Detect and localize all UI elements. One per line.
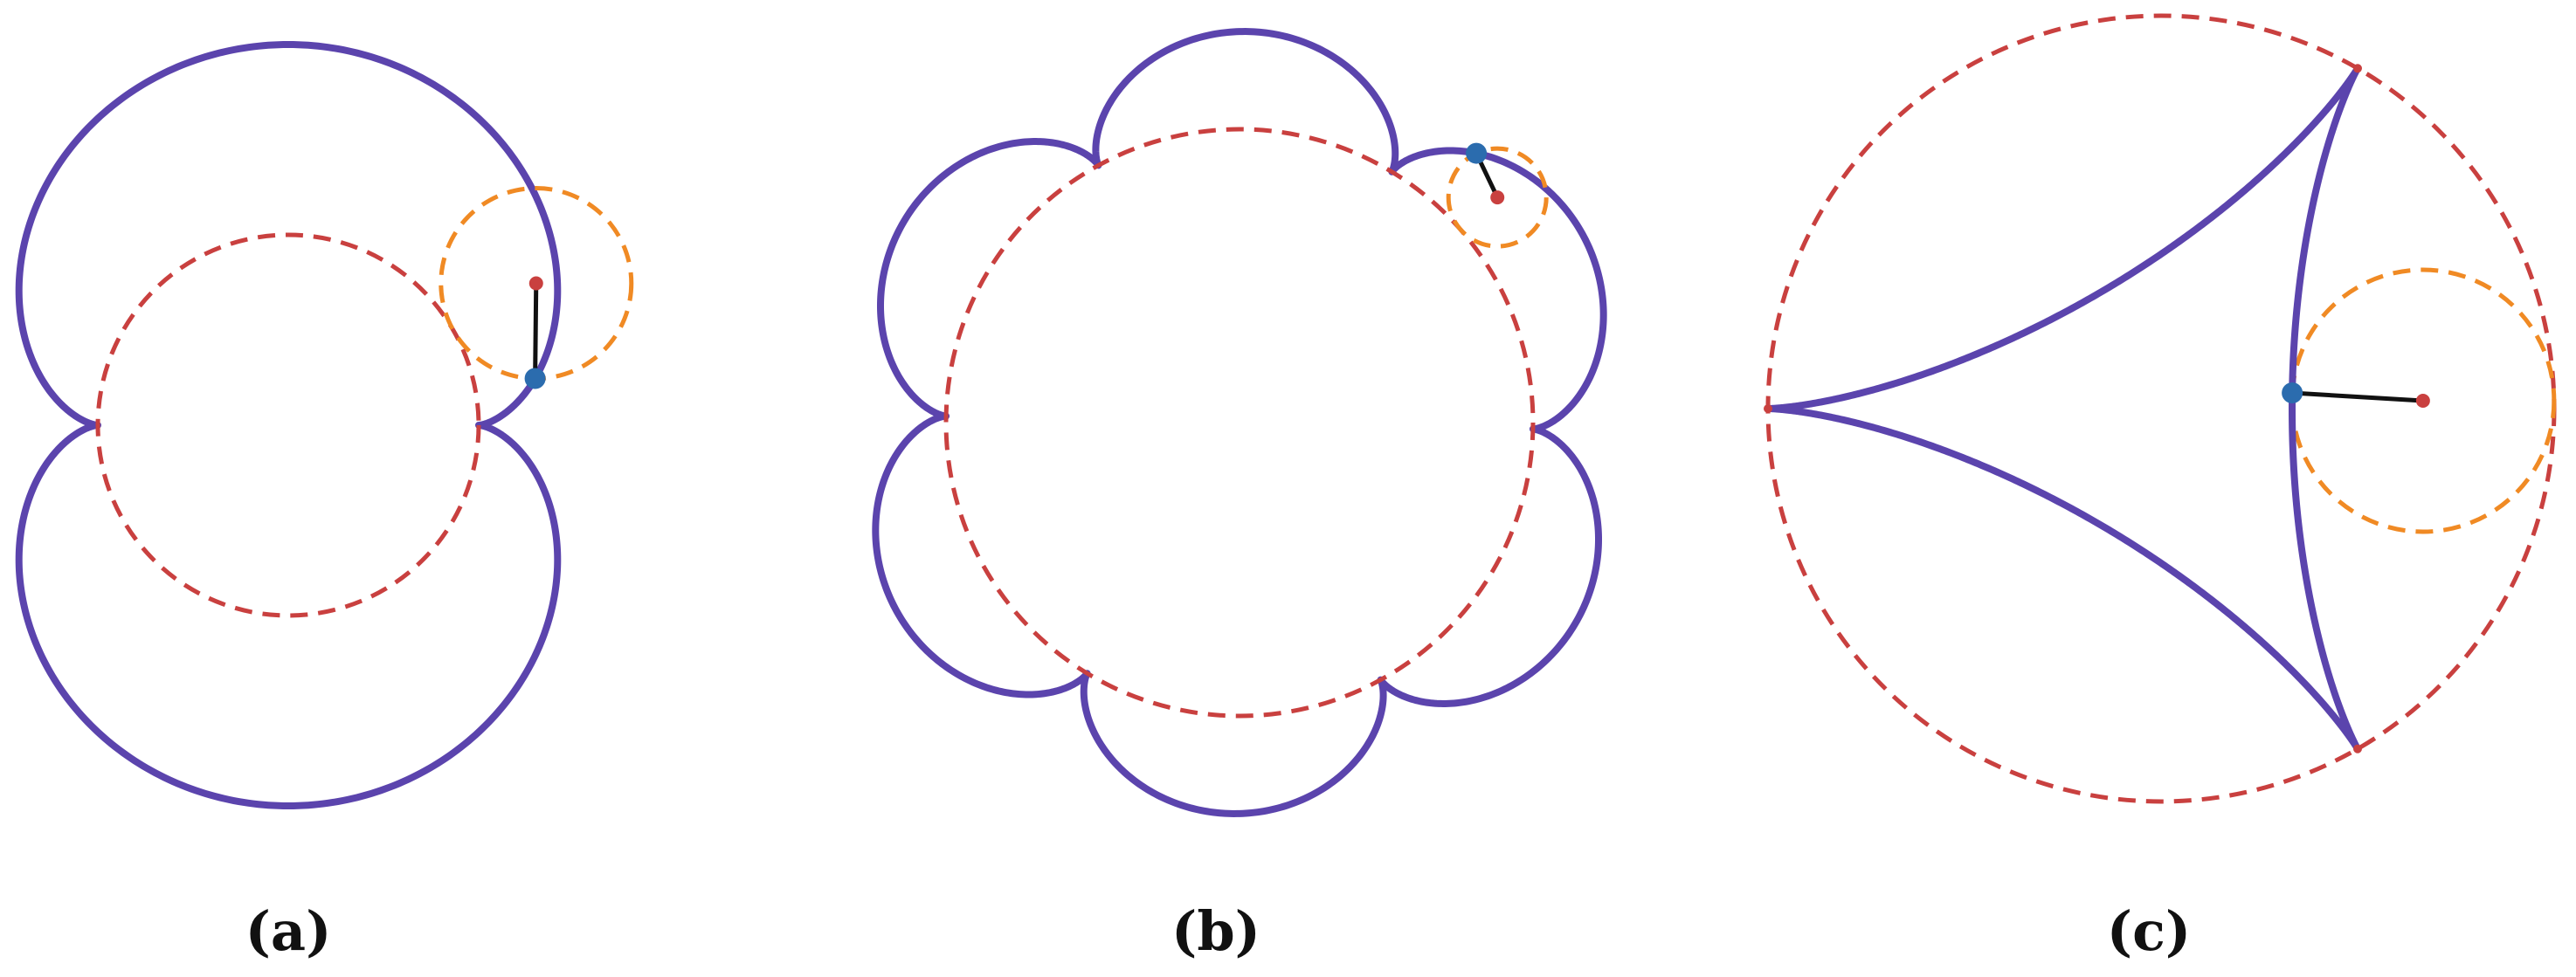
rolling-circle-b — [1446, 146, 1549, 249]
rolling-arm-a — [533, 283, 539, 379]
tracing-point-b — [1466, 142, 1488, 164]
cusp-dot-c-2 — [2353, 744, 2362, 753]
panel-label-c: (c) — [2107, 899, 2191, 963]
rolling-circle-c — [2289, 267, 2557, 534]
fixed-circle-b — [943, 127, 1536, 719]
hypocycloid-curve-c — [1765, 65, 2361, 753]
panel-label-b: (b) — [1171, 899, 1260, 963]
cusp-dot-c-0 — [1764, 404, 1772, 413]
panel-c: (c) — [1764, 13, 2557, 963]
panel-b: (b) — [872, 28, 1607, 963]
rolling-center-point-c — [2415, 394, 2430, 408]
tracing-point-a — [524, 368, 546, 389]
rolling-arm-c — [2291, 390, 2424, 403]
fixed-circle-c — [1765, 13, 2557, 804]
cusp-dot-c-1 — [2353, 64, 2362, 73]
rolling-center-point-b — [1490, 190, 1505, 205]
rolling-center-point-a — [528, 276, 543, 291]
fixed-circle-a — [95, 232, 481, 618]
panel-a: (a) — [15, 41, 634, 963]
panel-label-a: (a) — [245, 899, 332, 963]
tracing-point-c — [2282, 382, 2303, 404]
